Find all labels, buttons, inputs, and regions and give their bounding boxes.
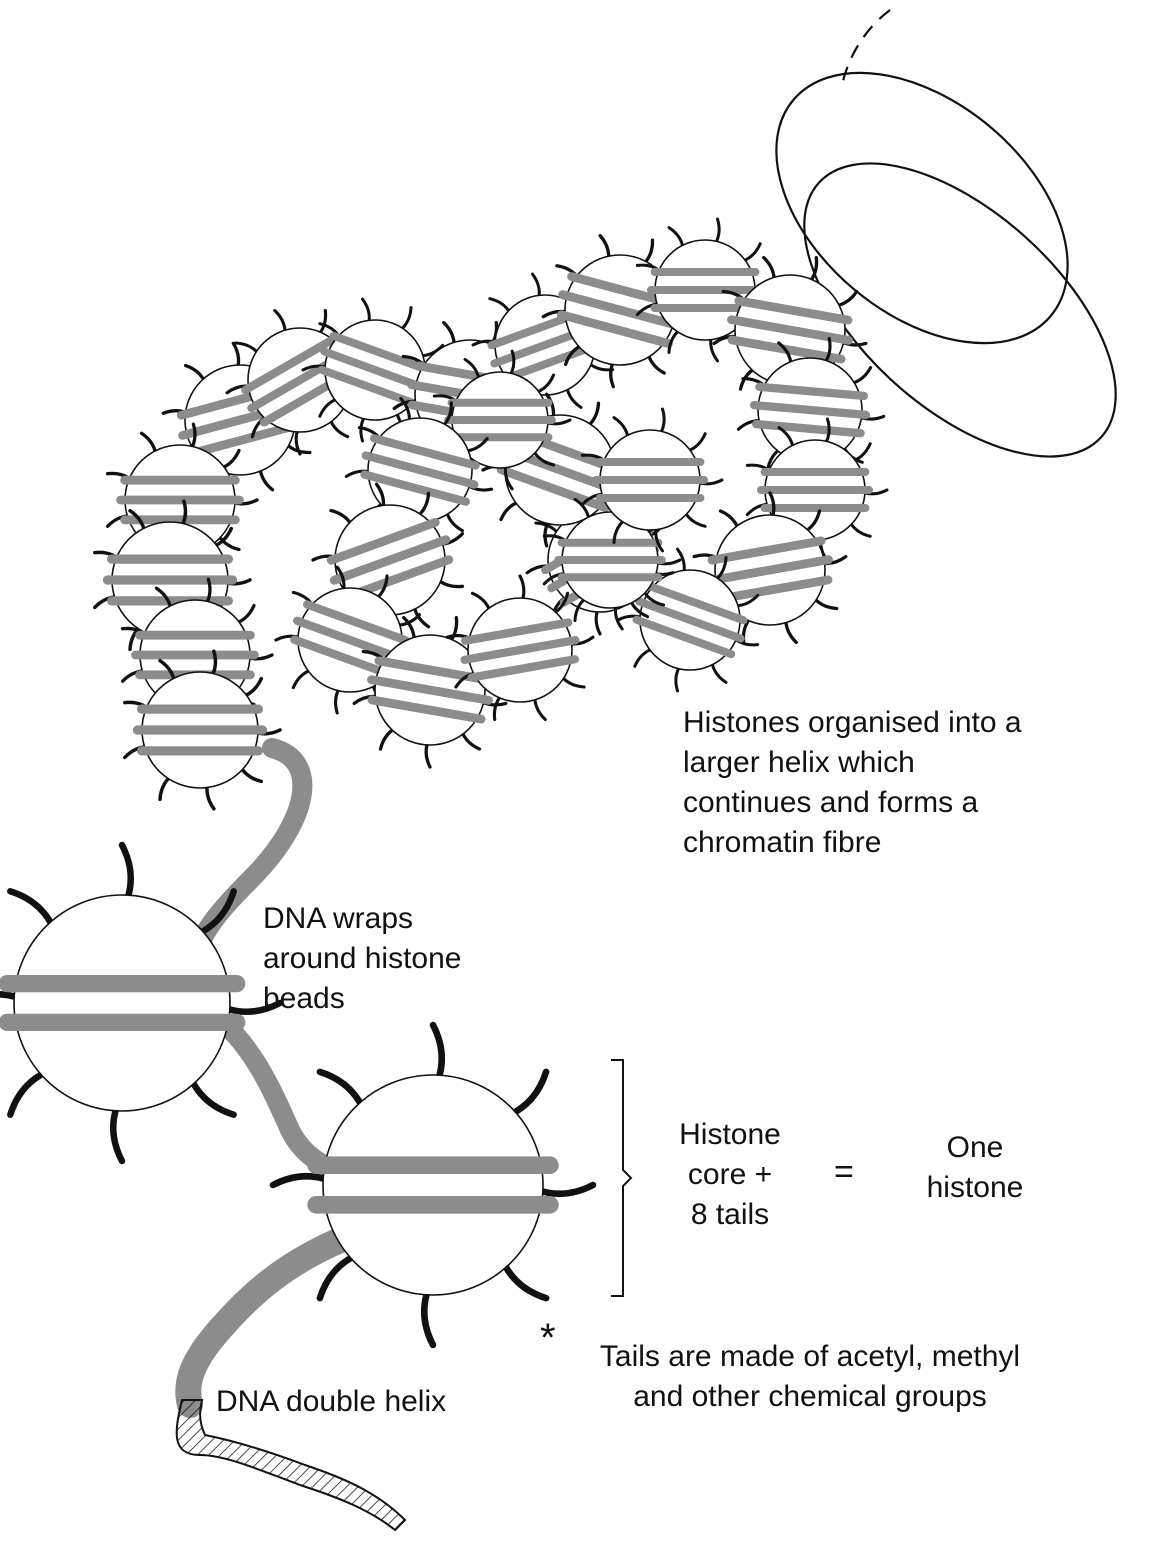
one-histone-line: histone [900,1168,1050,1208]
helix-label-line: chromatin fibre [683,823,1022,863]
wraps-label: DNA wraps around histone beads [263,899,462,1019]
histone-core [323,1075,543,1295]
one-histone-line: One [900,1128,1050,1168]
helix-label-line: larger helix which [683,743,1022,783]
wraps-label-line: beads [263,979,462,1019]
histone-core [14,895,230,1111]
helix-label-line: continues and forms a [683,783,1022,823]
asterisk: * [540,1318,556,1358]
tails-note-line: and other chemical groups [565,1377,1055,1417]
equals-sign: = [834,1152,854,1192]
core-label-line: core + [650,1155,810,1195]
bracket [605,1058,635,1298]
core-label: Histone core + 8 tails [650,1115,810,1235]
wraps-label-line: DNA wraps [263,899,462,939]
double-helix-label: DNA double helix [216,1382,446,1422]
wraps-label-line: around histone [263,939,462,979]
one-histone-label: One histone [900,1128,1050,1208]
tails-note: Tails are made of acetyl, methyl and oth… [565,1337,1055,1417]
helix-label: Histones organised into a larger helix w… [683,703,1022,863]
tails-note-line: Tails are made of acetyl, methyl [565,1337,1055,1377]
helix-label-line: Histones organised into a [683,703,1022,743]
core-label-line: 8 tails [650,1195,810,1235]
nucleosome [273,1025,593,1345]
core-label-line: Histone [650,1115,810,1155]
